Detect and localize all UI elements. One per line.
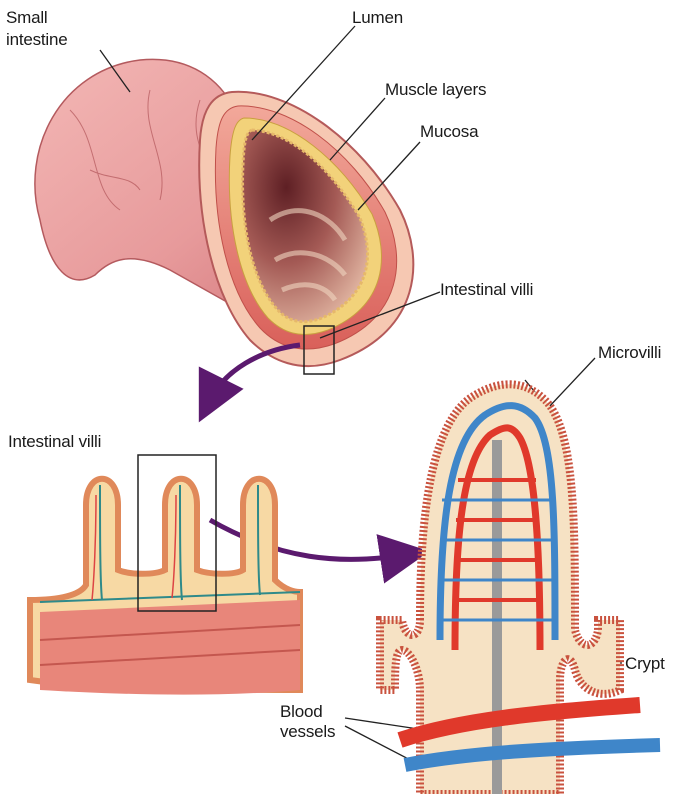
muscle-layers-pointer xyxy=(330,98,385,160)
label-intestinal-villi-left: Intestinal villi xyxy=(8,432,101,451)
label-mucosa: Mucosa xyxy=(420,122,478,141)
purple-arrows xyxy=(210,345,405,559)
villi-section xyxy=(30,455,300,695)
label-microvilli: Microvilli xyxy=(598,343,661,362)
microvilli-pointer xyxy=(548,358,595,408)
label-blood-vessels-line1: Blood xyxy=(280,702,322,721)
label-crypt: Crypt xyxy=(625,654,665,673)
label-intestinal-villi-top: Intestinal villi xyxy=(440,280,533,299)
cross-section xyxy=(199,92,413,374)
label-blood-vessels-line2: vessels xyxy=(280,722,335,741)
label-lumen: Lumen xyxy=(352,8,403,27)
zoom-arrow xyxy=(210,520,405,559)
label-muscle-layers: Muscle layers xyxy=(385,80,486,99)
label-small-intestine-line2: intestine xyxy=(6,30,68,49)
label-small-intestine-line1: Small xyxy=(6,8,48,27)
villus-detail xyxy=(380,384,660,794)
